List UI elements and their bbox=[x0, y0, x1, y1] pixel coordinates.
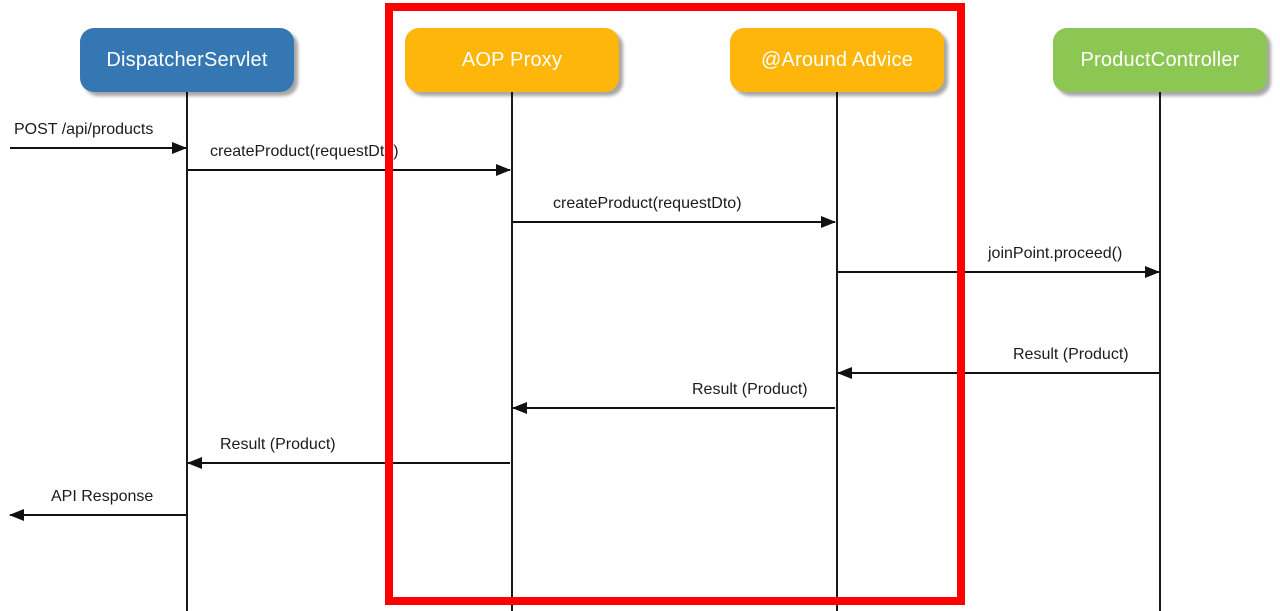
lifeline-dispatcherservlet bbox=[186, 92, 188, 611]
message-label: POST /api/products bbox=[14, 121, 154, 138]
actor-label: @Around Advice bbox=[760, 48, 914, 71]
message-line bbox=[10, 147, 186, 149]
arrowhead bbox=[187, 457, 202, 469]
aop-highlight-rectangle bbox=[385, 3, 965, 605]
actor-box-around-advice: @Around Advice bbox=[730, 28, 944, 92]
lifeline-around-advice bbox=[836, 92, 838, 611]
message-line bbox=[188, 169, 510, 171]
actor-box-aop-proxy: AOP Proxy bbox=[405, 28, 619, 92]
message-post-api-products: POST /api/products bbox=[10, 121, 187, 154]
arrowhead bbox=[172, 142, 187, 154]
message-line bbox=[838, 372, 1159, 374]
actor-label: AOP Proxy bbox=[461, 48, 563, 71]
message-line bbox=[838, 271, 1159, 273]
actor-label: DispatcherServlet bbox=[106, 48, 268, 71]
arrowhead bbox=[9, 509, 24, 521]
message-label: createProduct(requestDto) bbox=[210, 143, 399, 160]
message-createproduct-1: createProduct(requestDto) bbox=[188, 143, 511, 176]
message-label: Result (Product) bbox=[220, 436, 336, 453]
message-label: Result (Product) bbox=[692, 381, 808, 398]
arrowhead bbox=[512, 402, 527, 414]
message-label: joinPoint.proceed() bbox=[988, 245, 1123, 262]
message-line bbox=[513, 407, 835, 409]
arrowhead bbox=[1145, 266, 1160, 278]
lifeline-productcontroller bbox=[1159, 92, 1161, 611]
message-line bbox=[188, 462, 510, 464]
actor-box-productcontroller: ProductController bbox=[1053, 28, 1267, 92]
actor-box-dispatcherservlet: DispatcherServlet bbox=[80, 28, 294, 92]
lifeline-aop-proxy bbox=[511, 92, 513, 611]
message-joinpoint-proceed: joinPoint.proceed() bbox=[838, 245, 1160, 278]
actor-label: ProductController bbox=[1080, 48, 1240, 71]
message-createproduct-2: createProduct(requestDto) bbox=[513, 195, 836, 228]
message-api-response: API Response bbox=[9, 488, 186, 521]
message-result-product-3: Result (Product) bbox=[187, 436, 510, 469]
message-line bbox=[513, 221, 835, 223]
message-label: Result (Product) bbox=[1013, 346, 1129, 363]
message-line bbox=[10, 514, 186, 516]
arrowhead bbox=[837, 367, 852, 379]
message-result-product-2: Result (Product) bbox=[512, 381, 835, 414]
arrowhead bbox=[496, 164, 511, 176]
message-label: createProduct(requestDto) bbox=[553, 195, 742, 212]
message-result-product-1: Result (Product) bbox=[837, 346, 1159, 379]
arrowhead bbox=[821, 216, 836, 228]
message-label: API Response bbox=[51, 488, 154, 505]
